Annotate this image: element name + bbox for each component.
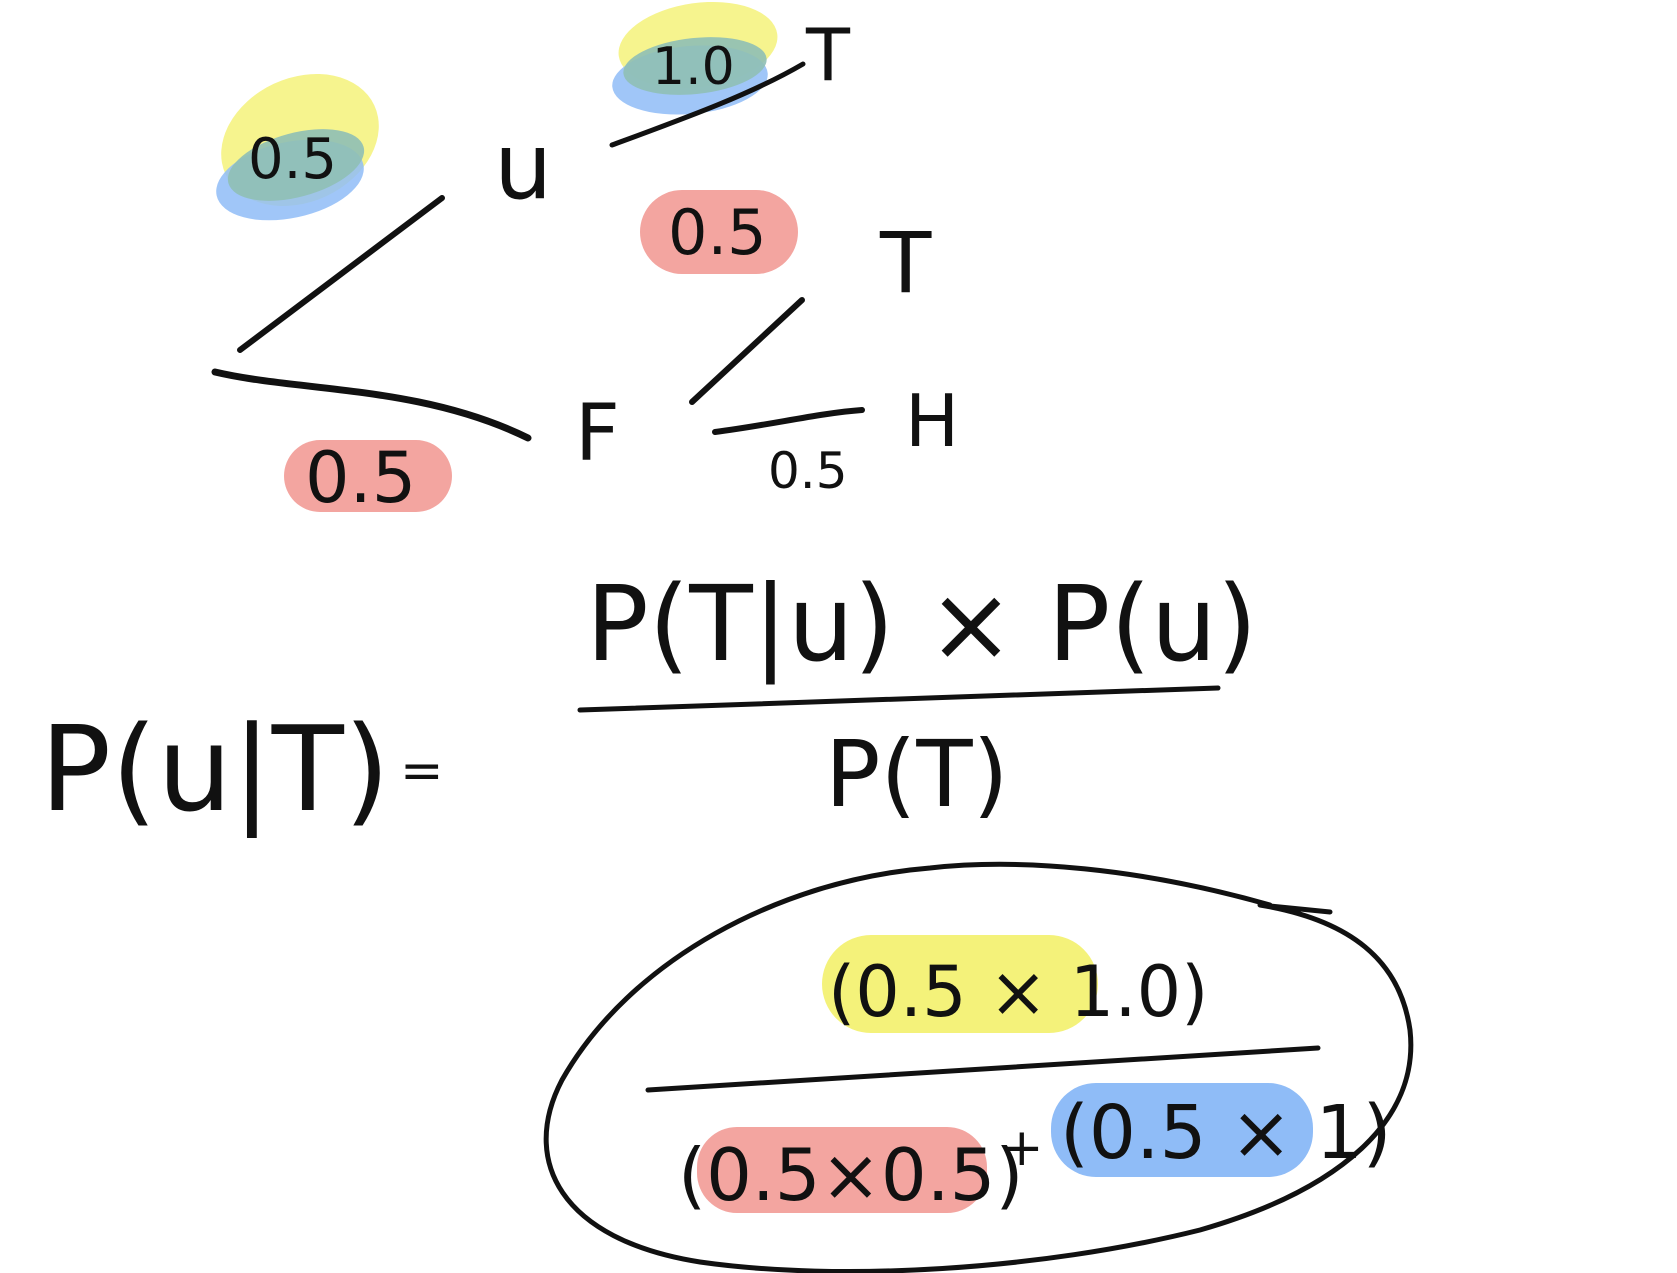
leaf-f-h: H <box>905 379 959 463</box>
node-u-label: u <box>494 113 552 220</box>
prob-f-to-h: 0.5 <box>768 442 848 500</box>
formula-lhs: P(u|T) <box>40 700 390 838</box>
calculation-circle <box>543 861 1414 1273</box>
branch-root-to-f <box>211 368 532 442</box>
calc-fraction-bar <box>645 1045 1321 1093</box>
prob-f-to-t: 0.5 <box>668 196 767 269</box>
calculation-group: (0.5 × 1.0) (0.5×0.5) + (0.5 × 1) <box>543 861 1414 1273</box>
branch-u-to-t <box>609 61 806 148</box>
branch-f-to-h <box>712 407 865 435</box>
leaf-f-t: T <box>879 214 932 312</box>
tree-labels: 0.5 u 1.0 T 0.5 T 0.5 F 0.5 H <box>248 13 959 519</box>
calc-denom-right: (0.5 × 1) <box>1060 1090 1392 1176</box>
tree-branches <box>211 61 865 442</box>
red-highlight-f-t <box>640 190 798 274</box>
red-highlight-denom-left <box>697 1127 987 1213</box>
calc-numerator: (0.5 × 1.0) <box>828 951 1208 1033</box>
bayes-formula: P(u|T) = P(T|u) × P(u) P(T) <box>40 563 1257 838</box>
overlap-highlight-u-t <box>623 37 767 95</box>
node-f-label: F <box>575 389 620 479</box>
formula-numerator: P(T|u) × P(u) <box>586 563 1257 685</box>
blue-highlight-denom-right <box>1051 1083 1313 1177</box>
highlights <box>216 1 1313 1213</box>
branch-f-to-t <box>689 297 805 405</box>
red-highlight-root-f <box>284 440 452 512</box>
prob-root-to-f: 0.5 <box>305 437 416 519</box>
formula-equals: = <box>400 741 444 801</box>
branch-root-to-u <box>237 195 445 353</box>
calc-denom-left: (0.5×0.5) <box>678 1133 1024 1217</box>
overlap-highlight-root-u <box>227 129 365 201</box>
calc-plus: + <box>1000 1118 1044 1178</box>
leaf-u-t: T <box>805 13 851 97</box>
prob-root-to-u: 0.5 <box>248 127 337 192</box>
prob-u-to-t: 1.0 <box>652 37 735 97</box>
yellow-highlight-numerator <box>822 935 1098 1033</box>
formula-fraction-bar <box>577 685 1221 713</box>
formula-denominator: P(T) <box>825 721 1008 828</box>
